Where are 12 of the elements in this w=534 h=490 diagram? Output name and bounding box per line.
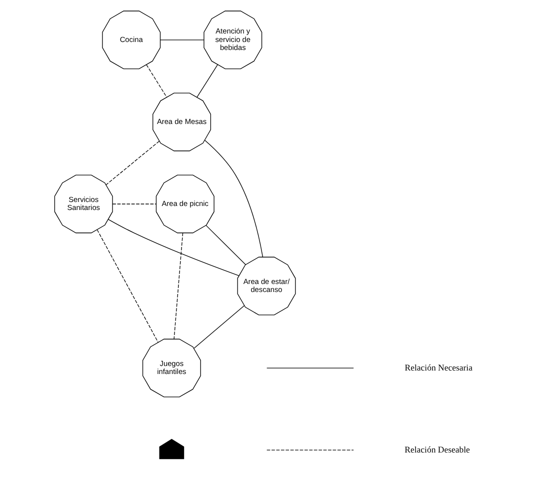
connector	[204, 140, 264, 258]
node-arrow	[159, 438, 184, 460]
connector	[206, 225, 246, 265]
legend-label: Relación Necesaria	[404, 362, 472, 372]
connector	[108, 219, 240, 276]
legend-label: Relación Deseable	[404, 444, 470, 454]
connector	[96, 229, 158, 343]
connector	[106, 140, 160, 186]
connector	[194, 305, 245, 349]
connector	[174, 232, 184, 340]
connector	[146, 64, 167, 98]
connector	[196, 64, 218, 98]
